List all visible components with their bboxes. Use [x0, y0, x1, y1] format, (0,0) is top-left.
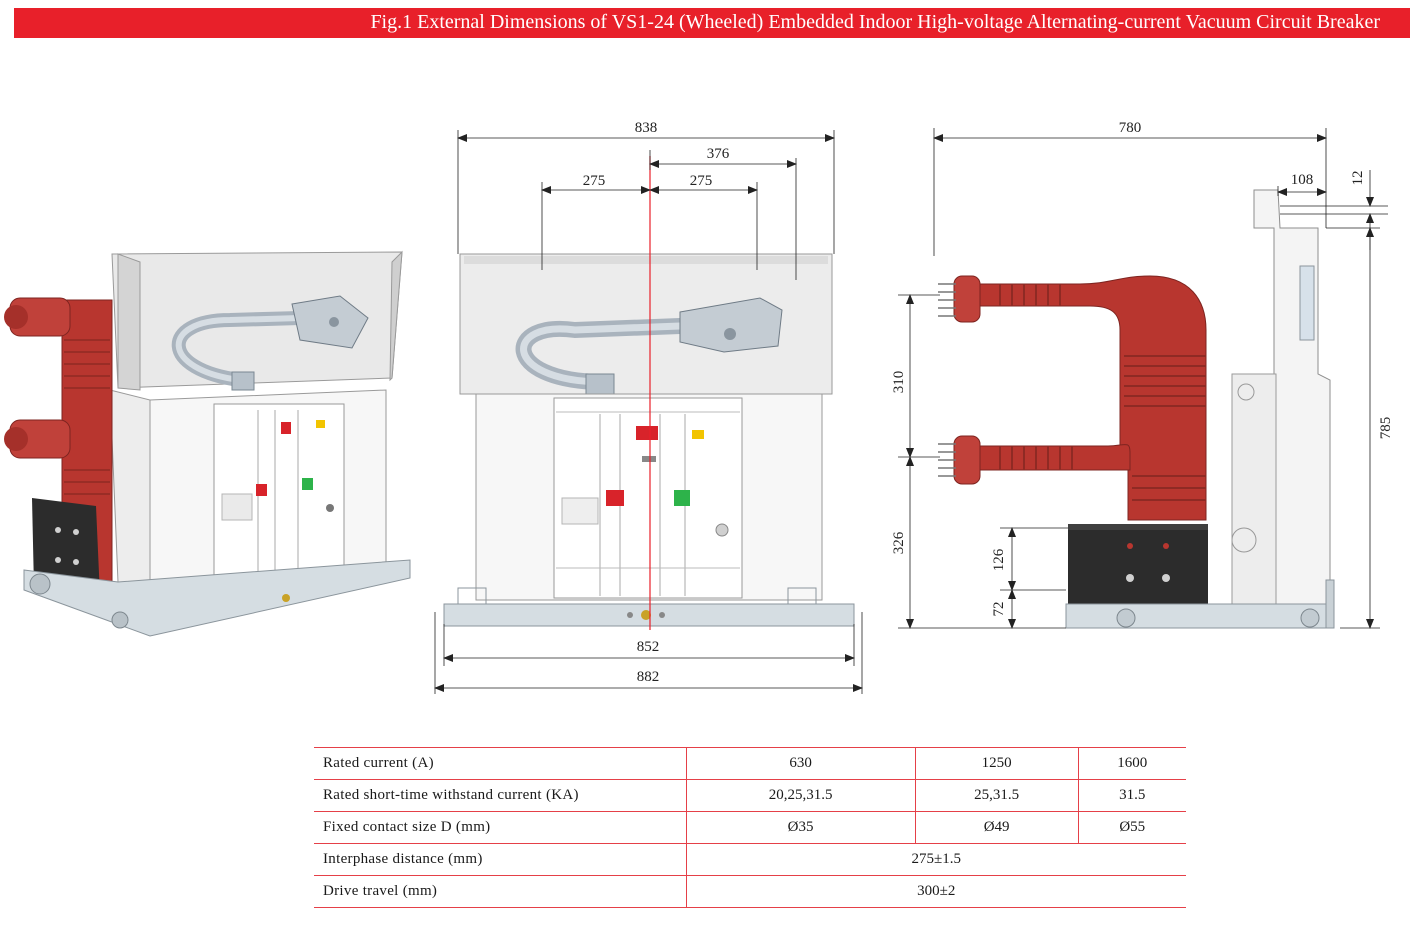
close-indicator-icon — [674, 490, 690, 506]
value-cell: Ø55 — [1077, 811, 1186, 844]
dim-785: 785 — [1378, 417, 1394, 440]
dim-852: 852 — [637, 639, 660, 655]
value-cell: 275±1.5 — [685, 843, 1186, 876]
param-label: Drive travel (mm) — [314, 875, 686, 908]
dim-326: 326 — [891, 531, 907, 554]
param-label: Rated short-time withstand current (KA) — [314, 779, 686, 812]
table-row: Rated current (A) 630 1250 1600 — [314, 747, 1186, 780]
title-bar: Fig.1 External Dimensions of VS1-24 (Whe… — [14, 8, 1410, 38]
dim-780: 780 — [1119, 120, 1142, 136]
value-cell: 630 — [685, 747, 916, 780]
base-rail — [1065, 603, 1335, 629]
dim-72: 72 — [991, 602, 1007, 617]
side-view-dimensions — [898, 128, 1388, 629]
param-label: Interphase distance (mm) — [314, 843, 686, 876]
value-cell: Ø49 — [914, 811, 1079, 844]
param-label: Fixed contact size D (mm) — [314, 811, 686, 844]
dim-275-left: 275 — [583, 173, 606, 189]
dark-block — [1068, 524, 1208, 604]
dim-126: 126 — [991, 548, 1007, 571]
figure-title: Fig.1 External Dimensions of VS1-24 (Whe… — [370, 11, 1380, 33]
value-cell: 300±2 — [685, 875, 1186, 908]
value-cell: Ø35 — [685, 811, 916, 844]
value-cell: 20,25,31.5 — [685, 779, 916, 812]
dim-12: 12 — [1350, 171, 1366, 186]
insulator-lower — [957, 444, 1131, 471]
dim-838: 838 — [635, 120, 658, 136]
perspective-view — [4, 250, 411, 637]
table-row: Drive travel (mm) 300±2 — [314, 875, 1186, 908]
mechanism-bracket — [679, 297, 783, 353]
dark-block — [32, 498, 100, 596]
value-cell: 1250 — [914, 747, 1079, 780]
dim-275-right: 275 — [690, 173, 713, 189]
param-label: Rated current (A) — [314, 747, 686, 780]
open-indicator-icon — [256, 484, 267, 496]
spec-table: Rated current (A) 630 1250 1600 Rated sh… — [314, 747, 1186, 908]
dim-108: 108 — [1291, 172, 1314, 188]
open-indicator-icon — [606, 490, 624, 506]
front-view — [443, 156, 855, 630]
front-view-dimensions — [434, 130, 863, 694]
table-row: Fixed contact size D (mm) Ø35 Ø49 Ø55 — [314, 811, 1186, 844]
close-indicator-icon — [302, 478, 313, 490]
table-row: Interphase distance (mm) 275±1.5 — [314, 843, 1186, 876]
dim-882: 882 — [637, 669, 660, 685]
insulator-upper — [957, 275, 1207, 521]
side-view — [938, 189, 1335, 629]
dim-376: 376 — [707, 146, 730, 162]
value-cell: 1600 — [1077, 747, 1186, 780]
value-cell: 25,31.5 — [914, 779, 1079, 812]
dim-310: 310 — [891, 371, 907, 394]
value-cell: 31.5 — [1077, 779, 1186, 812]
table-row: Rated short-time withstand current (KA) … — [314, 779, 1186, 812]
